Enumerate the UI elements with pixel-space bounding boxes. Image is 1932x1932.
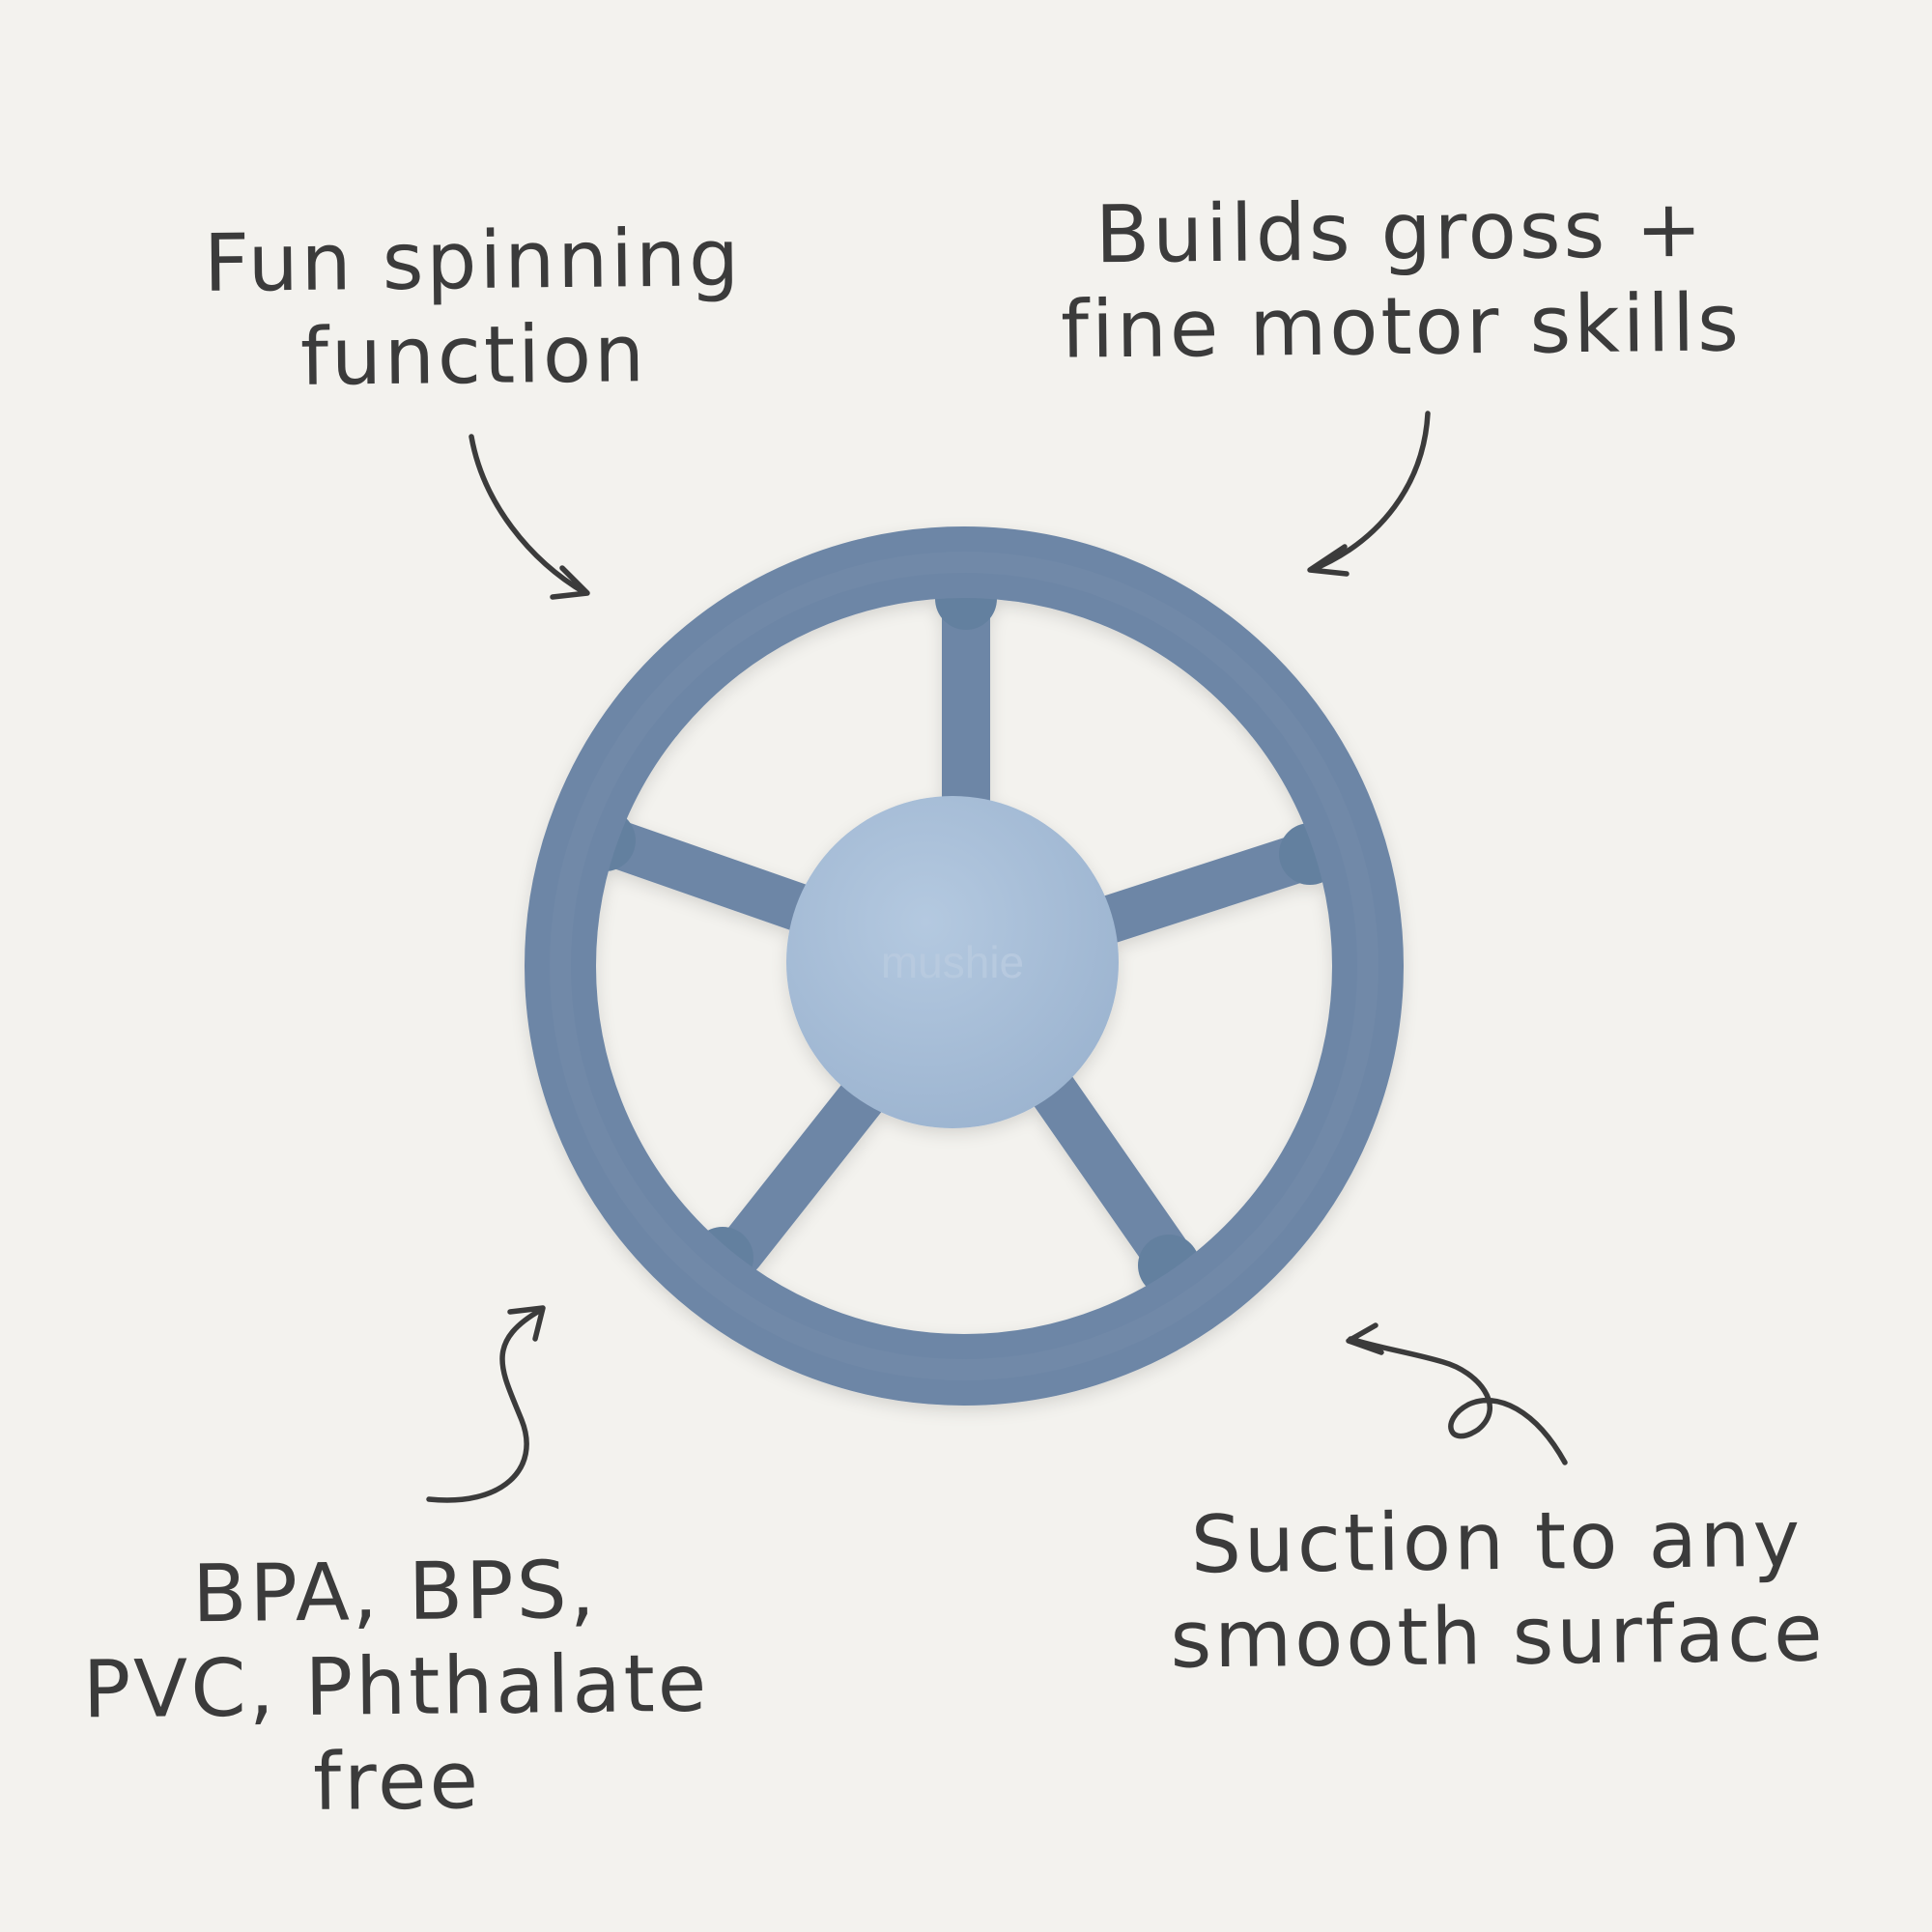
arrow-icon — [426, 1305, 546, 1503]
callout-free-line1: BPA, BPS, — [191, 1544, 599, 1641]
arrow-icon — [469, 434, 590, 600]
callout-spinning-line1: Fun spinning — [203, 213, 743, 310]
callout-spinning-line2: function — [299, 308, 648, 404]
callout-suction-line2: smooth surface — [1169, 1587, 1827, 1687]
callout-material-free: BPA, BPS, PVC, Phthalate free — [66, 1542, 725, 1833]
arrow-icon — [1346, 1322, 1568, 1465]
callout-free-line2: PVC, Phthalate — [82, 1637, 710, 1737]
callout-motor-line2: fine motor skills — [1060, 277, 1743, 377]
hub-logo: mushie — [881, 937, 1024, 987]
callout-suction: Suction to any smooth surface — [1149, 1492, 1846, 1689]
arrow-icon — [1307, 411, 1431, 577]
wheel-hub — [786, 796, 1119, 1128]
callout-motor-line1: Builds gross + — [1094, 183, 1706, 282]
callout-spinning-function: Fun spinning function — [173, 212, 774, 407]
callout-suction-line1: Suction to any — [1190, 1492, 1804, 1592]
steering-wheel — [525, 526, 1404, 1406]
callout-motor-skills: Builds gross + fine motor skills — [1042, 182, 1759, 379]
callout-free-line3: free — [312, 1735, 482, 1829]
